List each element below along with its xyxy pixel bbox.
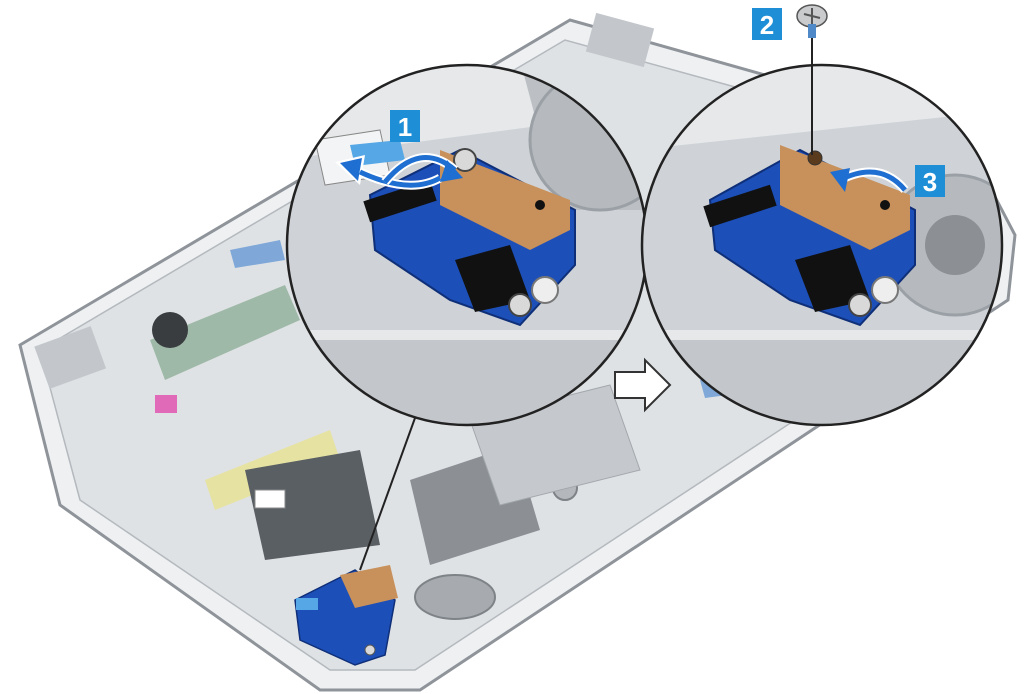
lift-arrow-icon [830,167,909,194]
magnified-view-left [287,65,647,425]
step-badge-1: 1 [390,110,420,142]
step-badge-3: 3 [915,165,945,197]
svg-text:2: 2 [760,10,774,40]
svg-text:1: 1 [398,112,412,142]
callout-leader-line [359,417,416,571]
screw-icon [796,4,828,38]
direction-arrow-icon [614,357,672,413]
disconnect-arrow-icon [335,155,443,190]
svg-text:3: 3 [923,167,937,197]
curved-arrow-icon [381,153,463,185]
step-badge-2: 2 [752,8,782,40]
io-board-installed [294,565,398,666]
